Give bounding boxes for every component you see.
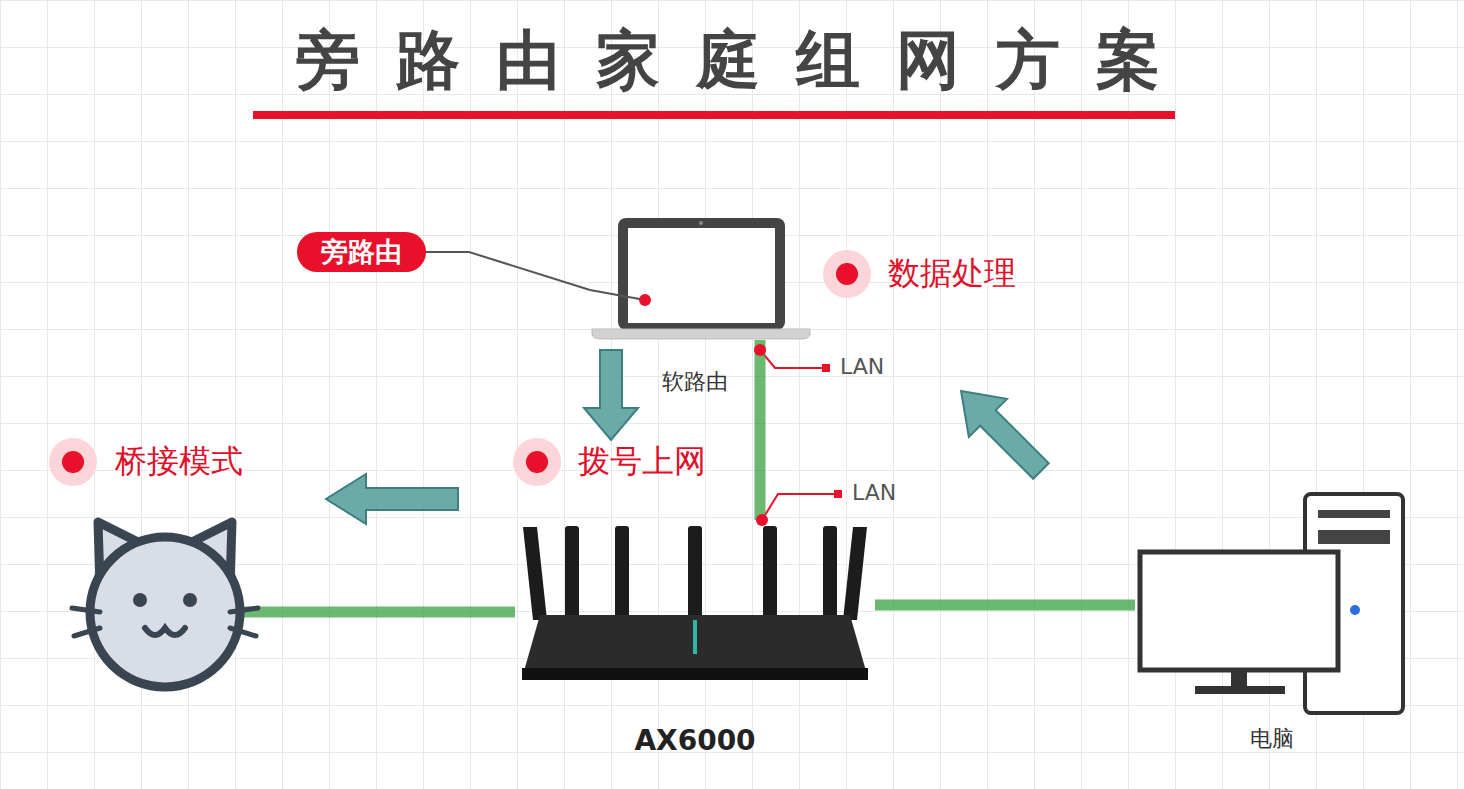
title: 旁路由家庭组网方案 bbox=[0, 18, 1456, 102]
callout-pill: 旁路由 bbox=[297, 232, 426, 272]
feature-label: 数据处理 bbox=[888, 252, 1016, 296]
callout-pill-label: 旁路由 bbox=[321, 232, 402, 272]
computer-icon bbox=[1140, 494, 1403, 713]
feature-label: 桥接模式 bbox=[115, 440, 243, 484]
port-label: LAN bbox=[840, 354, 884, 379]
computer-label: 电脑 bbox=[1135, 724, 1408, 754]
laptop-icon bbox=[590, 218, 810, 339]
computer: 电脑 bbox=[1135, 490, 1408, 760]
connector bbox=[875, 605, 1135, 606]
router: AX6000 bbox=[515, 520, 875, 760]
router-icon bbox=[522, 526, 868, 680]
port-dot bbox=[754, 344, 766, 356]
soft-router: 软路由 bbox=[590, 215, 812, 340]
connector bbox=[426, 252, 590, 290]
port-label: LAN bbox=[852, 480, 896, 505]
soft-router-label: 软路由 bbox=[662, 367, 728, 397]
cat-modem-icon bbox=[72, 522, 258, 687]
feature-label: 拨号上网 bbox=[578, 440, 706, 484]
port-dot bbox=[756, 514, 768, 526]
connector bbox=[760, 340, 761, 520]
router-label: AX6000 bbox=[515, 724, 875, 757]
lan-leader bbox=[760, 350, 842, 520]
cable bbox=[240, 607, 515, 618]
title-underline bbox=[253, 111, 1175, 119]
bullet-dot bbox=[49, 250, 871, 486]
flow-arrow bbox=[326, 350, 1060, 524]
